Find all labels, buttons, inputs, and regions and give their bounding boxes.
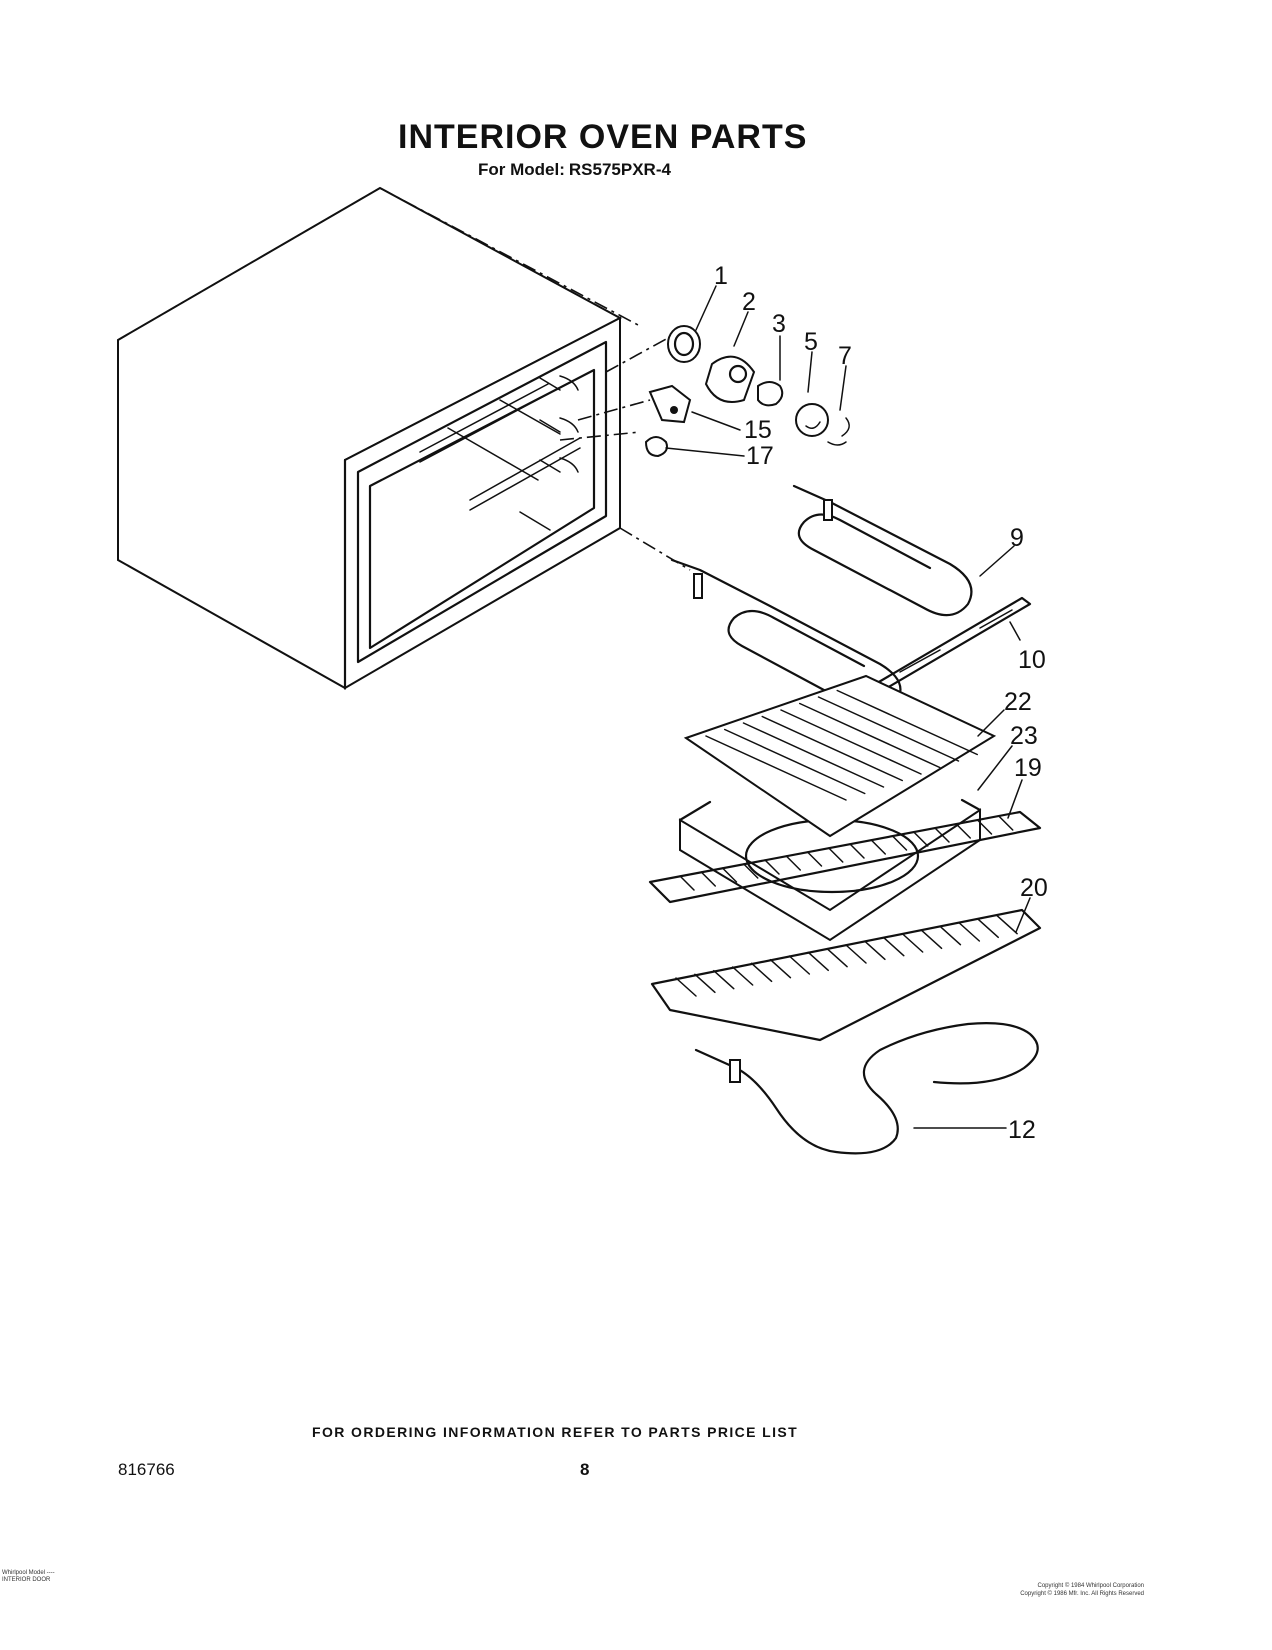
model-prefix: For Model: [478, 160, 565, 179]
footer-left: Whirlpool Model ---- INTERIOR DOOR [2, 1570, 55, 1584]
rack-bar [750, 962, 773, 983]
model-number: RS575PXR-4 [568, 160, 671, 179]
callout-5: 5 [804, 328, 818, 356]
rack-bar [998, 815, 1014, 831]
page-title: INTERIOR OVEN PARTS [398, 118, 808, 156]
rack-bar [679, 875, 695, 891]
footer-left-line-2: INTERIOR DOOR [2, 1577, 51, 1583]
broiler-grid-slot [761, 715, 903, 782]
rack-bar [694, 973, 716, 994]
callout-15: 15 [744, 416, 772, 444]
upper-rack-bars [679, 815, 1014, 891]
footer-right-line-1: Copyright © 1984 Whirlpool Corporation [1037, 1583, 1144, 1589]
callout-9: 9 [1010, 524, 1024, 552]
rack-bar [721, 867, 738, 883]
rack-bar [976, 819, 993, 835]
callout-2: 2 [742, 288, 756, 316]
oven-cavity [117, 186, 623, 690]
callout-10: 10 [1018, 646, 1046, 674]
rack-bar [958, 922, 981, 942]
footer-right: Copyright © 1984 Whirlpool Corporation C… [944, 1582, 1144, 1598]
rack-bar [891, 835, 908, 851]
callout-19: 19 [1014, 754, 1042, 782]
rack-bar [977, 918, 999, 939]
rack-bar [939, 925, 962, 946]
oven-rack-upper [648, 810, 1042, 904]
callout-22: 22 [1004, 688, 1032, 716]
rack-bar [913, 831, 929, 847]
oven-rack-lower [650, 908, 1042, 1042]
rack-bar [743, 863, 759, 879]
broiler-grid-slot [799, 702, 941, 769]
callout-20: 20 [1020, 874, 1048, 902]
broiler-grid-slot [817, 696, 960, 762]
rack-bar [996, 914, 1018, 935]
broiler-grid-slot [742, 722, 885, 788]
broiler-grid-slots [705, 689, 978, 801]
rack-bar [883, 936, 905, 957]
rack-bar [700, 871, 716, 887]
rack-bar [675, 977, 697, 997]
rack-bar [826, 947, 848, 968]
rack-bar [934, 827, 950, 843]
rack-bar [731, 966, 754, 986]
rack-bar [769, 958, 792, 979]
callout-12: 12 [1008, 1116, 1036, 1144]
footer-right-line-2: Copyright © 1986 Mfr. Inc. All Rights Re… [1020, 1591, 1144, 1597]
rack-bar [901, 933, 924, 953]
model-subtitle: For Model:RS575PXR-4 [478, 160, 675, 180]
rack-bar [845, 944, 867, 964]
rack-bar [870, 839, 886, 855]
broiler-grid-slot [836, 689, 978, 756]
rack-bar [806, 851, 823, 867]
callout-17: 17 [746, 442, 774, 470]
callout-1: 1 [714, 262, 728, 290]
rack-bar [713, 969, 735, 990]
rack-bar [764, 859, 780, 875]
callout-7: 7 [838, 342, 852, 370]
part-callouts: 1 2 3 5 7 15 17 9 10 22 23 19 20 12 [714, 262, 1048, 1144]
broiler-grid-slot [724, 728, 866, 795]
rack-bar [864, 940, 886, 961]
selector-switch-bracket [644, 384, 692, 458]
hidden-bake-element-wire [694, 1022, 1039, 1155]
rack-bar [788, 955, 811, 975]
callout-3: 3 [772, 310, 786, 338]
page-number: 8 [580, 1460, 590, 1479]
document-number: 816766 [118, 1460, 175, 1479]
rack-bar [807, 951, 829, 972]
rack-bar [920, 929, 943, 950]
rack-bar [828, 847, 844, 863]
broiler-grid-slot [780, 709, 922, 775]
ordering-note: FOR ORDERING INFORMATION REFER TO PARTS … [312, 1424, 799, 1440]
broiler-grid-slot [705, 735, 847, 801]
leader-lines [665, 285, 1031, 1129]
explode-guide-lines [117, 187, 691, 571]
broiler-pan [678, 674, 997, 942]
rack-bar [785, 855, 801, 871]
rack-bar [849, 843, 865, 859]
lower-rack-bars [675, 914, 1018, 997]
rack-bar [955, 823, 971, 839]
broil-element [792, 484, 973, 617]
oven-light-assembly [667, 325, 850, 446]
footer-left-line-1: Whirlpool Model ---- [2, 1570, 55, 1576]
callout-23: 23 [1010, 722, 1038, 750]
